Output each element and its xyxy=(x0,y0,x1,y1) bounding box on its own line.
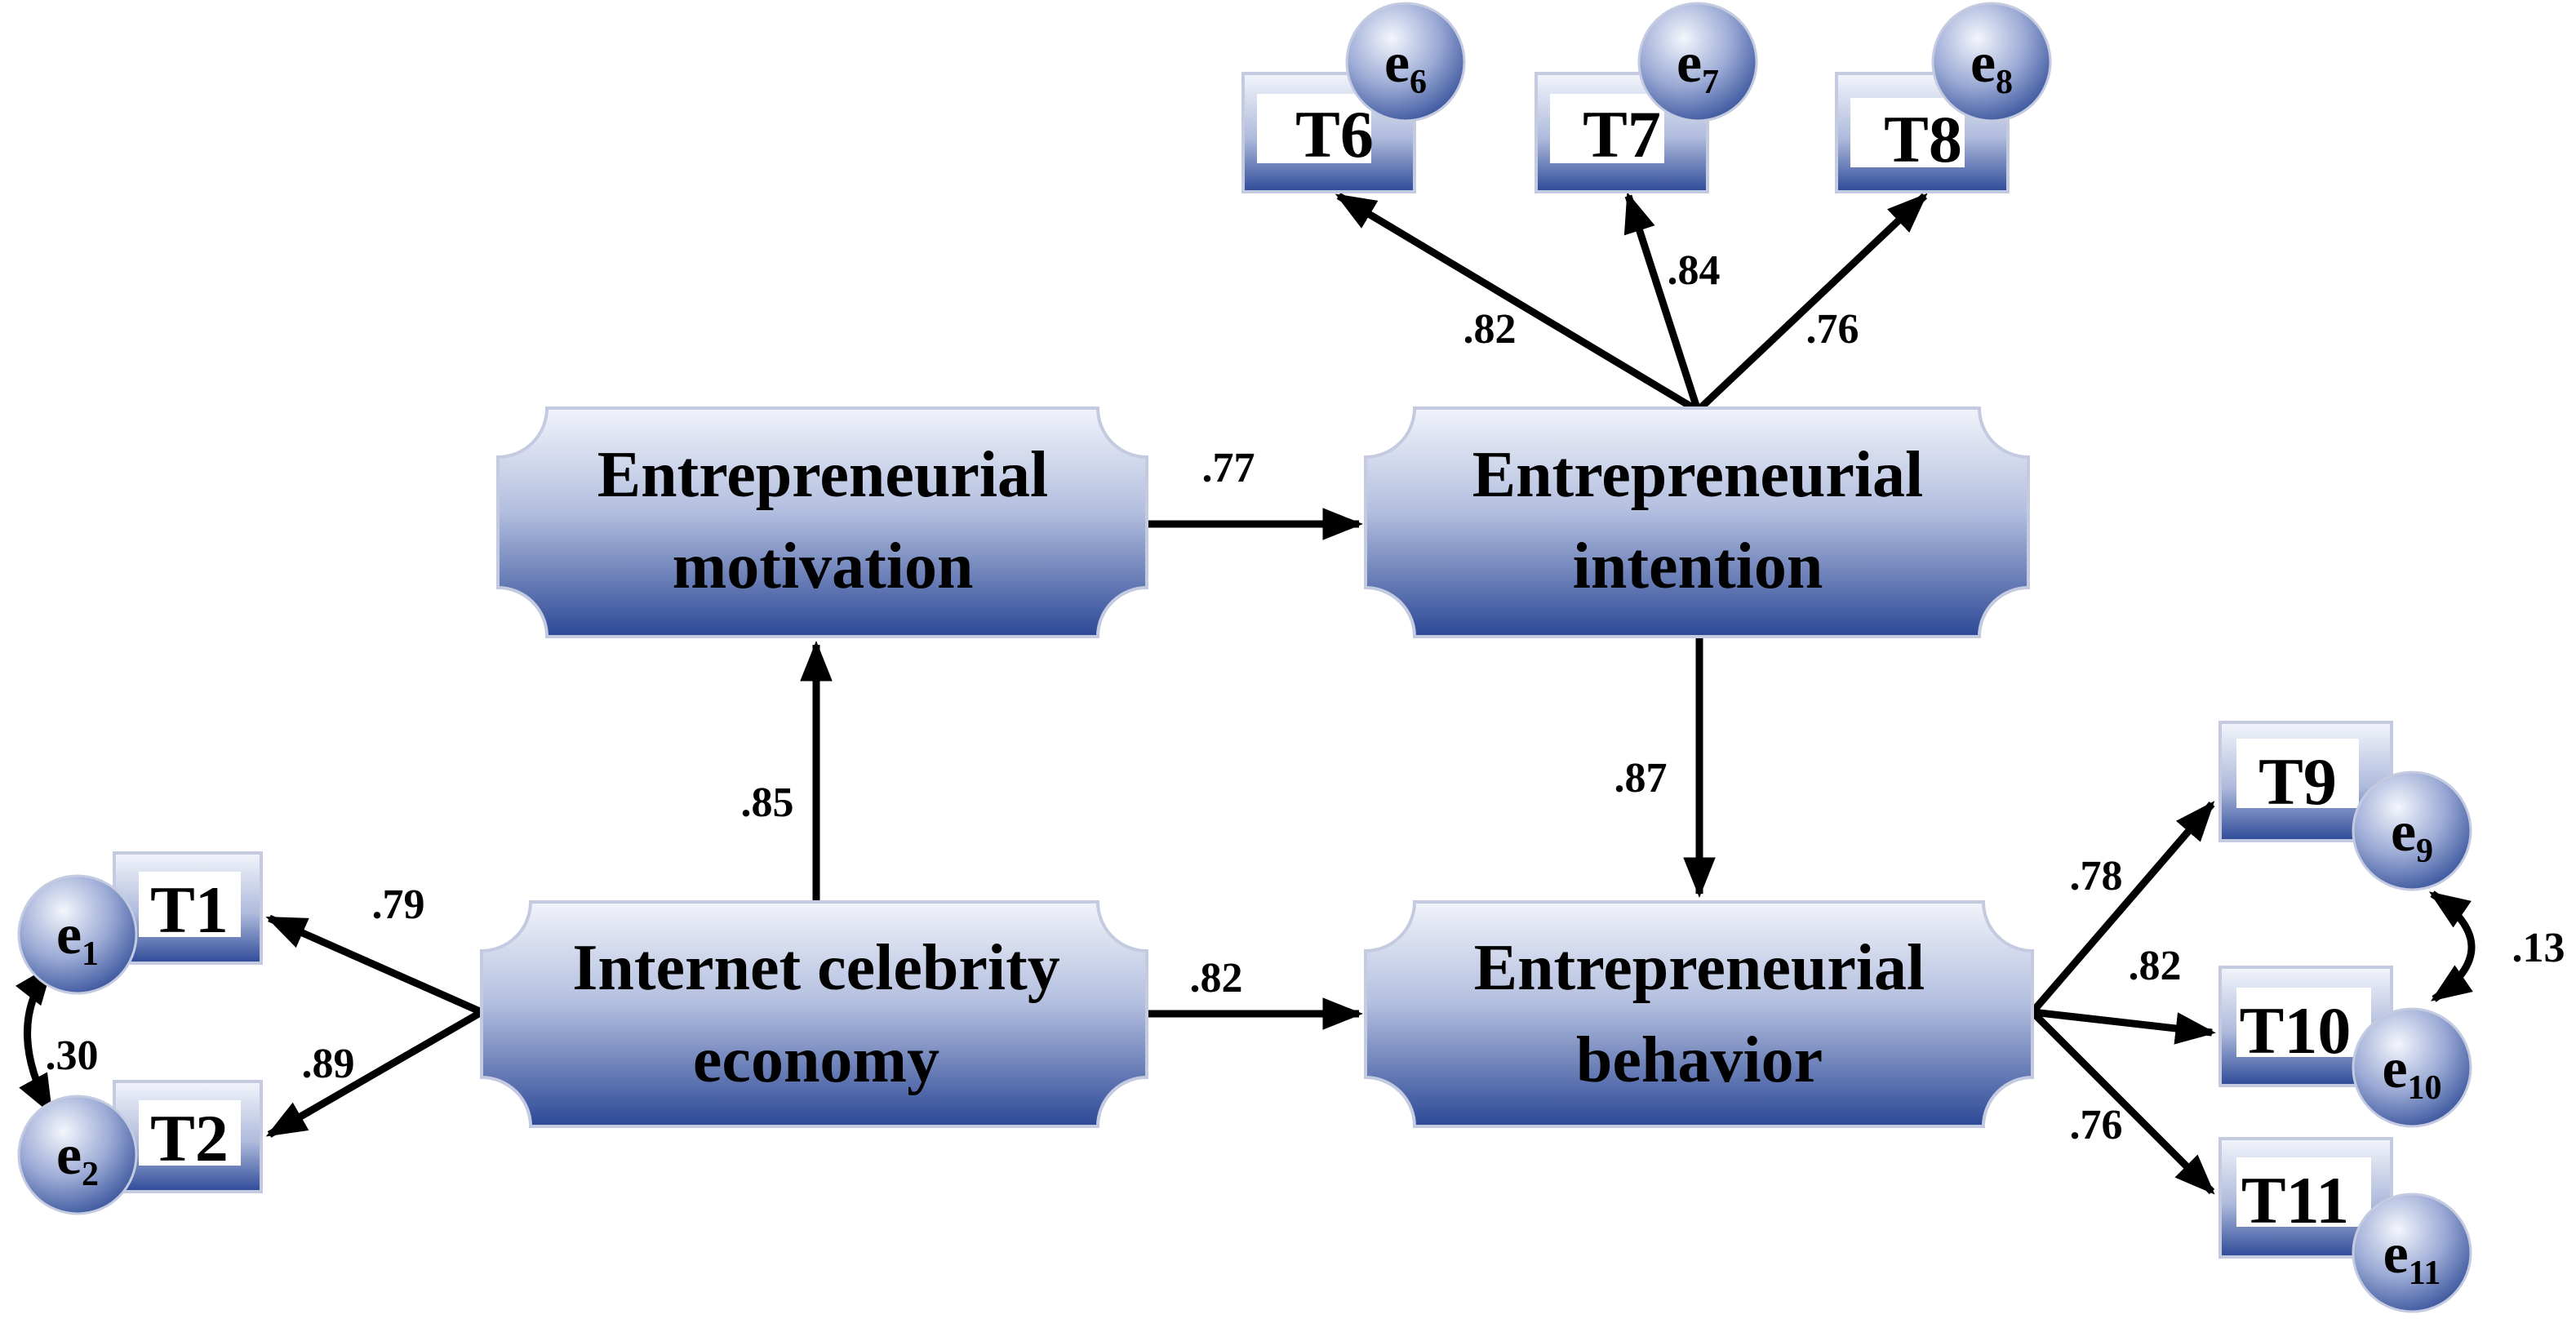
error-e10-base: e xyxy=(2382,1037,2407,1100)
indicator-t2[interactable]: T2 xyxy=(113,1080,263,1193)
latent-intention[interactable]: Entrepreneurial intention xyxy=(1364,406,2030,638)
error-e2-base: e xyxy=(56,1124,82,1187)
indicator-t9-label: T9 xyxy=(2258,744,2337,819)
error-e6-sub: 6 xyxy=(1410,64,1427,101)
error-e2[interactable]: e2 xyxy=(17,1095,138,1215)
loading-t10 xyxy=(2032,1008,2216,1045)
error-e7[interactable]: e7 xyxy=(1637,2,1758,122)
error-e1[interactable]: e1 xyxy=(17,874,138,995)
error-e8-sub: 8 xyxy=(1996,64,2013,101)
covariance-e1-e2 xyxy=(15,964,54,1116)
svg-text:e6: e6 xyxy=(1384,32,1427,101)
latent-intention-line2: intention xyxy=(1573,531,1823,602)
error-e7-base: e xyxy=(1677,32,1702,95)
latent-behavior[interactable]: Entrepreneurial behavior xyxy=(1364,900,2034,1128)
coef-cov-e9-e10: .13 xyxy=(2512,925,2565,971)
indicator-t1-label: T1 xyxy=(150,873,229,947)
indicator-t10[interactable]: T10 xyxy=(2218,966,2393,1087)
indicator-t10-label: T10 xyxy=(2240,993,2352,1068)
indicator-t6-label: T6 xyxy=(1295,97,1374,171)
error-e2-sub: 2 xyxy=(82,1156,99,1193)
error-e6[interactable]: e6 xyxy=(1345,2,1466,122)
latent-behavior-line1: Entrepreneurial xyxy=(1474,932,1925,1004)
coef-cov-e1-e2: .30 xyxy=(46,1033,99,1079)
loading-t9 xyxy=(2029,801,2215,1015)
error-e1-base: e xyxy=(56,904,82,966)
loading-t6 xyxy=(1335,193,1700,414)
error-e8-base: e xyxy=(1970,32,1996,95)
indicator-t7-label: T7 xyxy=(1583,97,1661,171)
svg-text:e11: e11 xyxy=(2383,1223,2441,1292)
error-e11-sub: 11 xyxy=(2409,1255,2441,1292)
error-e9[interactable]: e9 xyxy=(2352,771,2472,891)
error-e10-sub: 10 xyxy=(2408,1069,2442,1107)
coef-t9: .78 xyxy=(2070,853,2123,899)
covariance-e9-e10 xyxy=(2428,890,2476,1002)
error-e11-base: e xyxy=(2383,1223,2409,1286)
latent-motivation-line1: Entrepreneurial xyxy=(597,439,1049,511)
loading-t2 xyxy=(265,1009,484,1138)
error-e6-base: e xyxy=(1384,32,1410,95)
coef-intention-behavior: .87 xyxy=(1614,755,1668,802)
coef-motivation-intention: .77 xyxy=(1202,445,1255,491)
latent-motivation-line2: motivation xyxy=(673,531,974,602)
svg-text:e8: e8 xyxy=(1970,32,2013,101)
latent-economy-line1: Internet celebrity xyxy=(572,932,1060,1004)
coef-t1: .79 xyxy=(372,882,425,928)
indicator-t1[interactable]: T1 xyxy=(113,851,263,965)
loading-t11 xyxy=(2029,1009,2215,1195)
error-e10[interactable]: e10 xyxy=(2352,1007,2472,1128)
coef-t8: .76 xyxy=(1806,306,1859,353)
error-e11[interactable]: e11 xyxy=(2352,1192,2472,1313)
error-e9-base: e xyxy=(2391,801,2416,864)
latent-motivation[interactable]: Entrepreneurial motivation xyxy=(496,406,1148,638)
error-e7-sub: 7 xyxy=(1702,64,1719,101)
coef-t10: .82 xyxy=(2129,943,2182,989)
loading-t8 xyxy=(1694,193,1928,414)
error-e9-sub: 9 xyxy=(2416,833,2433,870)
svg-text:e9: e9 xyxy=(2391,801,2433,870)
loading-t7 xyxy=(1623,192,1702,412)
coef-economy-motivation: .85 xyxy=(741,779,794,826)
coef-t11: .76 xyxy=(2070,1102,2123,1148)
indicator-t2-label: T2 xyxy=(150,1101,229,1175)
svg-text:e2: e2 xyxy=(56,1124,99,1193)
coef-t6: .82 xyxy=(1463,306,1517,353)
latent-intention-line1: Entrepreneurial xyxy=(1472,439,1924,511)
svg-text:e10: e10 xyxy=(2382,1037,2441,1107)
indicator-t8-label: T8 xyxy=(1884,102,1962,176)
indicator-t11-label: T11 xyxy=(2241,1163,2349,1237)
coef-t7: .84 xyxy=(1668,247,1721,294)
svg-text:e7: e7 xyxy=(1677,32,1719,101)
error-e8[interactable]: e8 xyxy=(1931,2,2052,122)
latent-economy[interactable]: Internet celebrity economy xyxy=(480,900,1148,1128)
indicator-t11[interactable]: T11 xyxy=(2218,1137,2393,1259)
svg-text:e1: e1 xyxy=(56,904,99,973)
coef-economy-behavior: .82 xyxy=(1190,955,1243,1001)
error-e1-sub: 1 xyxy=(82,935,99,973)
latent-behavior-line2: behavior xyxy=(1576,1024,1823,1096)
loading-t1 xyxy=(265,914,483,1016)
coef-t2: .89 xyxy=(302,1041,355,1087)
latent-economy-line2: economy xyxy=(693,1024,939,1096)
